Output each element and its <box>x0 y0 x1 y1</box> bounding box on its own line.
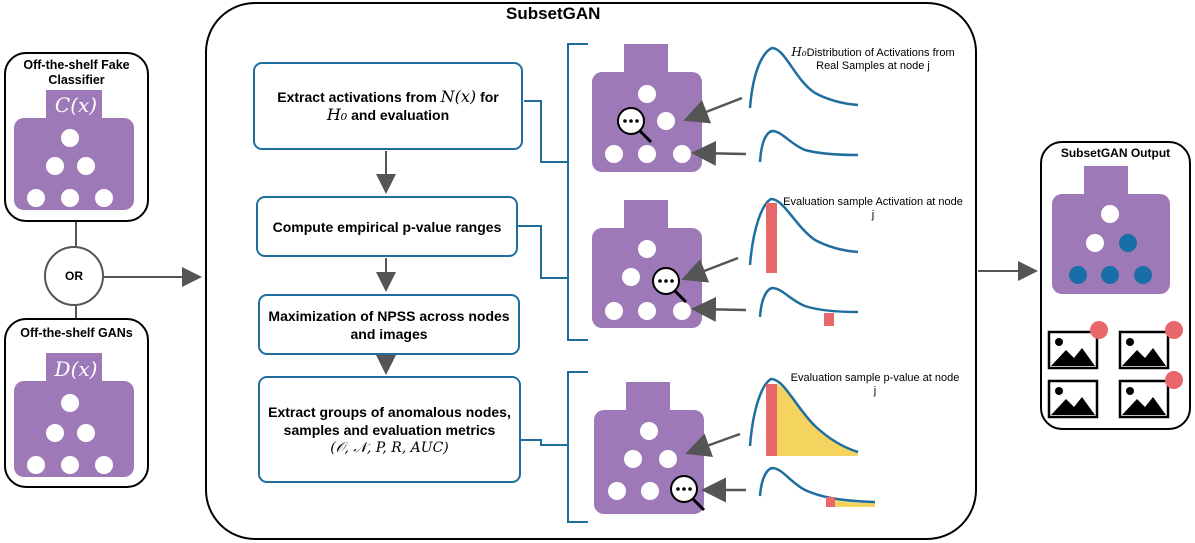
step-4-math: (𝒪, 𝒩, P, R, AUC) <box>330 439 449 456</box>
step-2-text: Compute empirical p-value ranges <box>272 218 502 235</box>
curve-3a <box>748 377 859 454</box>
classifier-network-icon <box>14 90 134 210</box>
step-extract-groups: Extract groups of anomalous nodes, sampl… <box>258 376 521 483</box>
classifier-title: Off-the-shelf Fake Classifier <box>23 58 130 87</box>
or-circle: OR <box>44 246 104 306</box>
curve-2b <box>758 286 859 318</box>
connector-step2-bracket <box>518 225 568 279</box>
bracket-bottom <box>567 371 588 523</box>
activation-bar-2a <box>766 203 777 273</box>
note-h0-text: Distribution of Activations from Real Sa… <box>806 47 955 72</box>
note-eval-pvalue: Evaluation sample p-value at node j <box>790 372 960 397</box>
note-h0-prefix: H₀ <box>791 45 807 59</box>
main-title: SubsetGAN <box>506 4 601 23</box>
pointer-1b <box>691 140 747 166</box>
pointer-1a <box>683 96 743 124</box>
connector-step4-bracket <box>521 439 568 446</box>
network-2 <box>592 200 702 328</box>
step-3-text: Maximization of NPSS across nodes and im… <box>268 307 510 342</box>
activation-bar-3b <box>826 497 835 507</box>
activation-bar-3a <box>766 384 777 456</box>
curve-1b <box>758 129 859 163</box>
note-eval-activation: Evaluation sample Activation at node j <box>783 196 963 221</box>
gan-title: Off-the-shelf GANs <box>20 326 133 340</box>
gan-network-icon <box>14 353 134 477</box>
network-3 <box>594 382 706 514</box>
output-title: SubsetGAN Output <box>1060 146 1171 160</box>
pointer-2a <box>681 256 739 283</box>
step-compute-pvalue: Compute empirical p-value ranges <box>256 196 518 257</box>
connector-step1-bracket <box>524 100 568 163</box>
step-1-math: N(x) <box>440 87 477 106</box>
curve-2a <box>748 197 859 266</box>
network-1 <box>592 44 702 172</box>
step-4-text: Extract groups of anomalous nodes, sampl… <box>268 403 511 438</box>
pvalue-fill-3b <box>835 500 875 507</box>
gan-label: D(x) <box>54 357 98 381</box>
step-extract-activations: Extract activations from N(x) for H₀ and… <box>253 62 523 150</box>
step-1-text-3: and evaluation <box>351 107 450 123</box>
bracket-top <box>567 43 588 341</box>
classifier-label: C(x) <box>54 93 98 117</box>
pointer-3a <box>685 432 741 457</box>
step-1-text: Extract activations from <box>277 89 437 105</box>
step-maximization-npss: Maximization of NPSS across nodes and im… <box>258 294 520 355</box>
note-h0-distribution: H₀Distribution of Activations from Real … <box>782 46 964 73</box>
curve-1a <box>748 46 859 109</box>
pointer-2b <box>691 296 747 322</box>
step-1-text-2: for <box>480 89 499 105</box>
pvalue-fill-3a <box>777 384 858 456</box>
activation-bar-2b <box>824 313 834 326</box>
output-graphics <box>1047 166 1183 419</box>
step-1-math-2: H₀ <box>326 105 348 124</box>
curve-3b <box>758 466 876 504</box>
